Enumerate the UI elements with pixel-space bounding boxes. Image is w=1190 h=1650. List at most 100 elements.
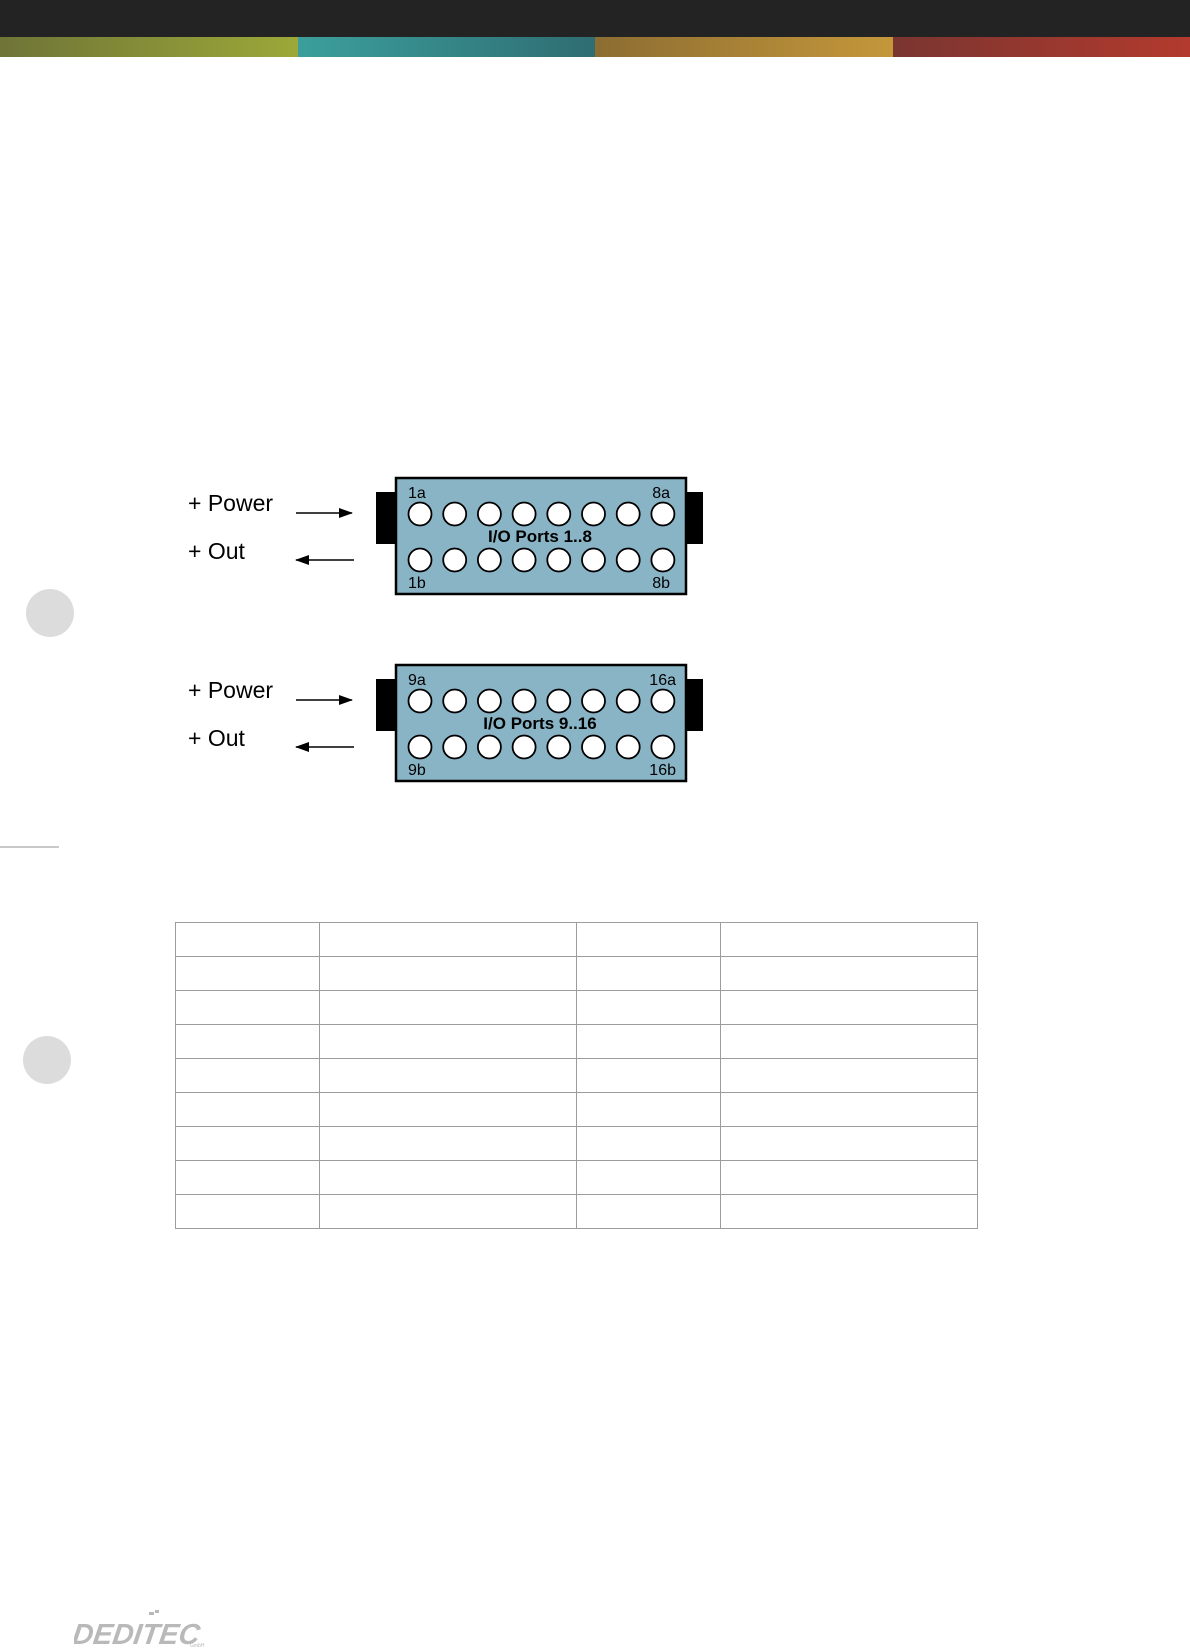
table-row: [176, 1059, 978, 1093]
connector-pin: [582, 690, 605, 713]
table-cell: [721, 1059, 978, 1093]
out-output-label: + Out: [188, 538, 246, 564]
margin-marker-dot: [23, 1036, 71, 1084]
pin-label-bottom-left: 9b: [408, 762, 426, 779]
table-cell: [721, 957, 978, 991]
connector-pin: [617, 736, 640, 759]
color-segment-teal: [298, 37, 596, 57]
connector-pin: [443, 503, 466, 526]
table-cell: [320, 991, 577, 1025]
connector-pin: [443, 549, 466, 572]
connector-pin: [409, 736, 432, 759]
connector-pin: [443, 690, 466, 713]
margin-rule: [0, 846, 59, 848]
connector-pin: [513, 736, 536, 759]
connector-pin: [617, 549, 640, 572]
pin-label-top-right: 8a: [652, 485, 670, 502]
connector-pin: [582, 503, 605, 526]
table-cell: [176, 1127, 320, 1161]
pin-label-top-left: 1a: [408, 485, 426, 502]
connector-title: I/O Ports 1..8: [488, 527, 592, 546]
connector-pin: [478, 549, 501, 572]
connector-pin: [478, 690, 501, 713]
connector-pin: [478, 503, 501, 526]
pin-label-top-left: 9a: [408, 672, 426, 689]
table-cell: [721, 1127, 978, 1161]
connector-pin: [651, 736, 674, 759]
table-cell: [176, 991, 320, 1025]
color-segment-red: [893, 37, 1190, 57]
table-row: [176, 923, 978, 957]
logo-accent: [149, 1612, 154, 1615]
logo-suffix: GmbH: [190, 1643, 205, 1649]
header-color-bar: [0, 37, 1190, 57]
power-input-label: + Power: [188, 490, 273, 516]
pin-label-bottom-right: 16b: [649, 762, 676, 779]
connector-pin: [513, 690, 536, 713]
table-cell: [721, 1025, 978, 1059]
table-row: [176, 1127, 978, 1161]
table-cell: [577, 957, 721, 991]
connector-pin: [582, 736, 605, 759]
table-cell: [176, 1161, 320, 1195]
connector-title: I/O Ports 9..16: [483, 714, 596, 733]
connector-1: + Power + Out 1a 8a I/O Ports 1..8 1b 8b: [188, 478, 703, 594]
logo-accent: [155, 1610, 159, 1613]
table-cell: [320, 1161, 577, 1195]
table-cell: [721, 1195, 978, 1229]
table-cell: [577, 1195, 721, 1229]
table-cell: [176, 957, 320, 991]
table-cell: [320, 957, 577, 991]
table-cell: [176, 1025, 320, 1059]
color-segment-olive: [0, 37, 298, 57]
connector-pin: [547, 736, 570, 759]
table-cell: [577, 1127, 721, 1161]
header-dark-strip: [0, 0, 1190, 37]
table-cell: [176, 1195, 320, 1229]
table-cell: [721, 991, 978, 1025]
table-row: [176, 1161, 978, 1195]
table-cell: [320, 1127, 577, 1161]
table-row: [176, 957, 978, 991]
table-cell: [577, 1161, 721, 1195]
table-cell: [320, 1025, 577, 1059]
connector-pin: [513, 503, 536, 526]
table-cell: [721, 1161, 978, 1195]
table-cell: [577, 991, 721, 1025]
connector-pin: [547, 503, 570, 526]
table-row: [176, 1025, 978, 1059]
table-cell: [320, 1093, 577, 1127]
table-cell: [176, 923, 320, 957]
connector-pin: [651, 503, 674, 526]
table-cell: [721, 923, 978, 957]
table-cell: [577, 923, 721, 957]
color-segment-ochre: [595, 37, 893, 57]
table-cell: [176, 1093, 320, 1127]
out-output-label: + Out: [188, 725, 246, 751]
pin-assignment-table: [175, 922, 978, 1229]
connector-pin: [617, 503, 640, 526]
connector-pin: [617, 690, 640, 713]
logo-wordmark: DEDITEC: [74, 1619, 203, 1650]
table-cell: [577, 1059, 721, 1093]
pin-table-body: [176, 923, 978, 1229]
connector-pin: [409, 690, 432, 713]
table-cell: [577, 1093, 721, 1127]
connector-pin: [409, 503, 432, 526]
table-cell: [721, 1093, 978, 1127]
pin-label-bottom-right: 8b: [652, 575, 670, 592]
connector-pin: [547, 690, 570, 713]
table-cell: [176, 1059, 320, 1093]
connector-pin: [513, 549, 536, 572]
connector-pinout-diagram: + Power + Out 1a 8a I/O Ports 1..8 1b 8b…: [170, 470, 730, 800]
table-cell: [320, 1195, 577, 1229]
table-row: [176, 1093, 978, 1127]
connector-pin: [443, 736, 466, 759]
pin-label-bottom-left: 1b: [408, 575, 426, 592]
pin-label-top-right: 16a: [649, 672, 676, 689]
connector-2: + Power + Out 9a 16a I/O Ports 9..16 9b …: [188, 665, 703, 781]
connector-pin: [547, 549, 570, 572]
connector-pin: [582, 549, 605, 572]
connector-pin: [651, 690, 674, 713]
connector-latch-left: [376, 492, 398, 544]
